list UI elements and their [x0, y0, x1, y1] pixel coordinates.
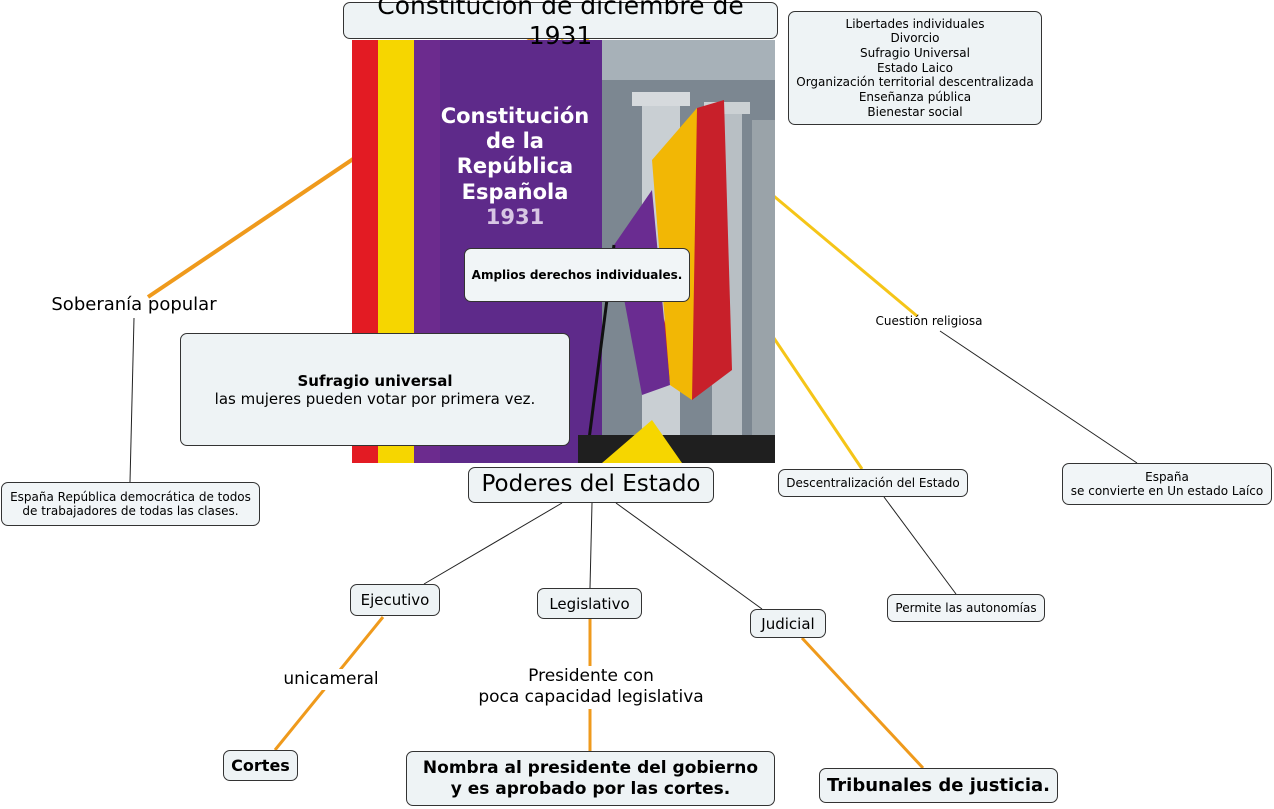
feature-item: Organización territorial descentralizada: [796, 75, 1034, 90]
sufragio-title: Sufragio universal: [297, 371, 453, 390]
sufragio-text: las mujeres pueden votar por primera vez…: [214, 389, 536, 408]
derechos-node[interactable]: Amplios derechos individuales.: [464, 248, 690, 302]
poderes-node[interactable]: Poderes del Estado: [468, 467, 714, 503]
soberania-child-node[interactable]: España República democrática de todos de…: [1, 482, 260, 526]
soberania-label[interactable]: Soberanía popular: [51, 294, 217, 315]
sufragio-node[interactable]: Sufragio universal las mujeres pueden vo…: [180, 333, 570, 446]
unicameral-label[interactable]: unicameral: [266, 669, 396, 691]
presidente-label[interactable]: Presidente con poca capacidad legislativ…: [460, 666, 722, 709]
link-descentralizacion-child: [883, 496, 957, 595]
legislativo-node[interactable]: Legislativo: [537, 588, 642, 619]
tribunales-node[interactable]: Tribunales de justicia.: [819, 768, 1058, 803]
link-judicial-tribunales: [800, 636, 925, 770]
ejecutivo-node[interactable]: Ejecutivo: [350, 584, 440, 616]
cortes-node[interactable]: Cortes: [223, 750, 298, 781]
descentralizacion-node[interactable]: Descentralización del Estado: [778, 469, 968, 497]
link-soberania-child: [129, 317, 135, 483]
link-poderes-legislativo: [589, 502, 593, 589]
link-poderes-judicial: [615, 502, 763, 610]
feature-item: Sufragio Universal: [860, 46, 970, 61]
autonomias-node[interactable]: Permite las autonomías: [887, 594, 1045, 622]
religiosa-child-node[interactable]: España se convierte en Un estado Laíco: [1062, 463, 1272, 505]
feature-item: Divorcio: [890, 31, 940, 46]
features-box[interactable]: Libertades individuales Divorcio Sufragi…: [788, 11, 1042, 125]
link-poderes-ejecutivo: [423, 502, 563, 585]
feature-item: Estado Laico: [877, 60, 953, 75]
nombra-node[interactable]: Nombra al presidente del gobierno y es a…: [406, 751, 775, 806]
link-religiosa-child: [939, 330, 1138, 464]
feature-item: Enseñanza pública: [858, 89, 972, 104]
religiosa-label[interactable]: Cuestión religiosa: [875, 314, 983, 328]
cover-title: Constitución de la República Española 19…: [440, 104, 590, 229]
feature-item: Libertades individuales: [845, 16, 985, 31]
main-title: Constitución de diciembre de 1931: [377, 0, 744, 50]
main-title-node[interactable]: Constitución de diciembre de 1931: [343, 0, 778, 50]
judicial-node[interactable]: Judicial: [750, 609, 826, 638]
feature-item: Bienestar social: [867, 104, 963, 119]
